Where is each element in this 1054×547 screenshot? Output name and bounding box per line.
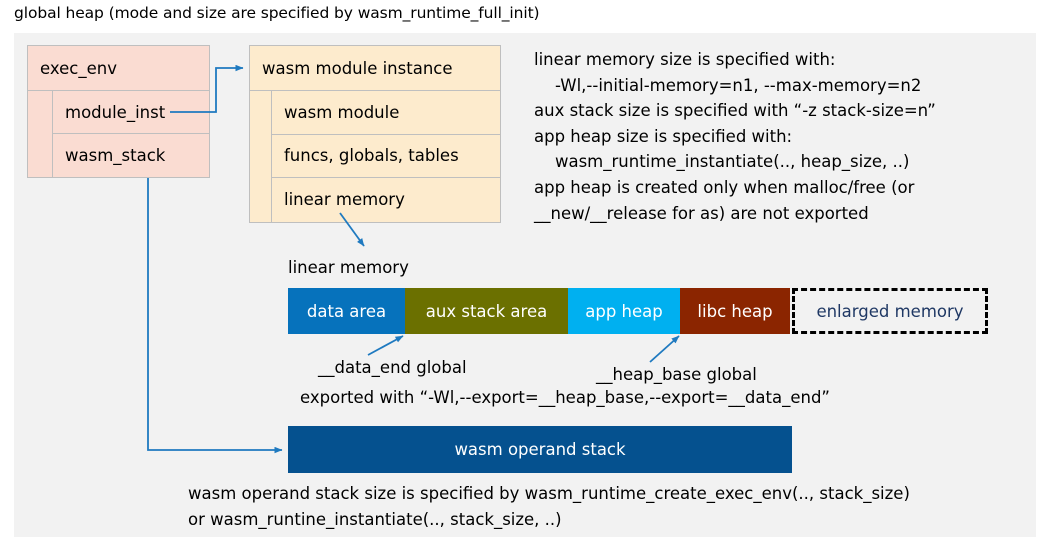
operand-stack-notes: wasm operand stack size is specified by … bbox=[188, 484, 910, 529]
segment-app-heap: app heap bbox=[568, 288, 680, 334]
segment-data-area: data area bbox=[288, 288, 405, 334]
exec-env-body: module_inst wasm_stack bbox=[28, 91, 209, 177]
segment-enlarged-memory: enlarged memory bbox=[792, 288, 988, 334]
wasm-module-instance-header: wasm module instance bbox=[250, 46, 500, 91]
annotation-data-end: __data_end global bbox=[318, 358, 467, 377]
linear-memory-notes: linear memory size is specified with: -W… bbox=[534, 50, 936, 223]
segment-libc-heap: libc heap bbox=[680, 288, 790, 334]
wasm-module-instance-gutter bbox=[250, 91, 272, 222]
annotation-heap-base: __heap_base global bbox=[596, 365, 757, 384]
segment-aux-stack-area: aux stack area bbox=[405, 288, 568, 334]
exec-env-box: exec_env module_inst wasm_stack bbox=[27, 45, 210, 178]
annotation-exported-with: exported with “-Wl,--export=__heap_base,… bbox=[300, 388, 830, 407]
field-module-inst: module_inst bbox=[53, 91, 209, 134]
wasm-module-instance-box: wasm module instance wasm module funcs, … bbox=[249, 45, 501, 223]
linear-memory-bar: data area aux stack area app heap libc h… bbox=[288, 288, 988, 334]
wasm-operand-stack-bar: wasm operand stack bbox=[288, 426, 792, 473]
exec-env-gutter bbox=[28, 91, 53, 177]
field-wasm-module: wasm module bbox=[272, 91, 500, 135]
field-linear-memory: linear memory bbox=[284, 190, 405, 210]
exec-env-header: exec_env bbox=[28, 46, 209, 91]
linear-memory-caption: linear memory bbox=[288, 258, 409, 277]
field-funcs-globals-tables: funcs, globals, tables bbox=[272, 135, 500, 178]
wasm-module-instance-fields: wasm module funcs, globals, tables linea… bbox=[272, 91, 500, 222]
wasm-module-instance-body: wasm module funcs, globals, tables linea… bbox=[250, 91, 500, 222]
field-wasm-stack: wasm_stack bbox=[65, 146, 166, 165]
page-title: global heap (mode and size are specified… bbox=[14, 4, 540, 22]
exec-env-fields: module_inst wasm_stack bbox=[53, 91, 209, 177]
